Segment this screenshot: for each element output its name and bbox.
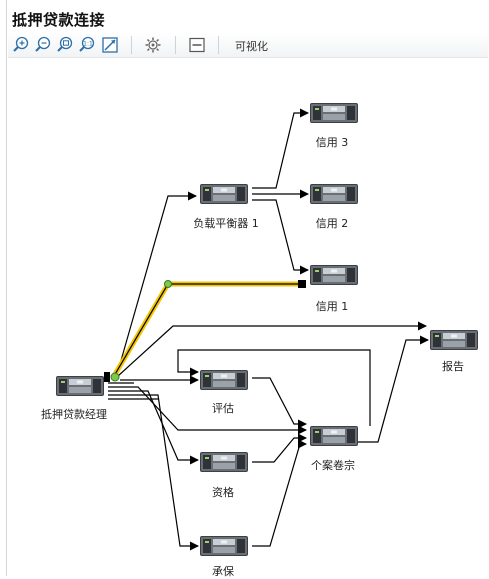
node-source-server[interactable] <box>56 376 104 396</box>
node-label-credit3: 信用 3 <box>315 136 349 149</box>
diagram-canvas: 抵押贷款经理 负载平衡器 1 信用 3 信用 2 信用 1 报告 评估 个案卷宗… <box>8 58 488 578</box>
edge-source-balancer <box>115 191 197 379</box>
node-credit2-server[interactable] <box>310 184 358 204</box>
node-report-server[interactable] <box>430 330 478 350</box>
edge-assess-casefile <box>252 377 307 429</box>
edge-balancer-credit3 <box>252 108 309 189</box>
edge-source-qualify <box>108 390 199 465</box>
settings-icon[interactable] <box>144 36 162 54</box>
highlight-bend-handle <box>164 280 172 288</box>
zoom-out-icon[interactable] <box>34 36 52 54</box>
node-label-assess: 评估 <box>212 402 234 415</box>
highlight-start-handle <box>110 372 120 382</box>
node-balancer-server[interactable] <box>200 184 248 204</box>
node-credit3-server[interactable] <box>310 103 358 123</box>
toolbar-separator <box>218 36 219 54</box>
zoom-in-icon[interactable] <box>12 36 30 54</box>
toolbar: 1:1 可视化 <box>8 33 488 58</box>
svg-text:1:1: 1:1 <box>83 41 93 48</box>
node-label-source: 抵押贷款经理 <box>41 408 107 421</box>
node-qualify-server[interactable] <box>200 452 248 472</box>
edge-underwrite-casefile <box>252 439 307 547</box>
edge-casefile-report <box>356 335 429 443</box>
node-underwrite-server[interactable] <box>200 536 248 556</box>
toolbar-separator <box>131 36 132 54</box>
node-label-qualify: 资格 <box>212 486 234 499</box>
node-label-credit1: 信用 1 <box>315 300 349 313</box>
connection-lines <box>104 108 429 551</box>
edge-source-underwrite <box>108 394 199 551</box>
zoom-actual-icon[interactable]: 1:1 <box>78 36 96 54</box>
window-title: 抵押贷款连接 <box>12 11 106 29</box>
source-port <box>104 372 110 382</box>
toolbar-separator <box>175 36 176 54</box>
zoom-fit-icon[interactable] <box>56 36 74 54</box>
diagram-window <box>6 0 489 576</box>
fit-page-icon[interactable] <box>101 36 119 54</box>
edge-casefile-assess <box>177 349 371 426</box>
node-assess-server[interactable] <box>200 370 248 390</box>
highlight-end-handle <box>298 280 306 288</box>
edge-source-casefile <box>108 386 307 435</box>
node-label-report: 报告 <box>442 360 464 373</box>
node-label-credit2: 信用 2 <box>315 217 349 230</box>
node-casefile-server[interactable] <box>310 426 358 446</box>
edge-source-report <box>117 321 427 377</box>
node-credit1-server[interactable] <box>310 265 358 285</box>
node-label-underwrite: 承保 <box>212 565 234 578</box>
visualize-label[interactable]: 可视化 <box>235 40 268 53</box>
node-label-balancer: 负载平衡器 1 <box>193 217 259 230</box>
edge-balancer-credit1 <box>252 199 309 275</box>
node-label-casefile: 个案卷宗 <box>311 459 355 472</box>
highlighted-edge <box>111 281 302 378</box>
panel-toggle-icon[interactable] <box>188 36 206 54</box>
edge-qualify-casefile <box>252 433 307 463</box>
